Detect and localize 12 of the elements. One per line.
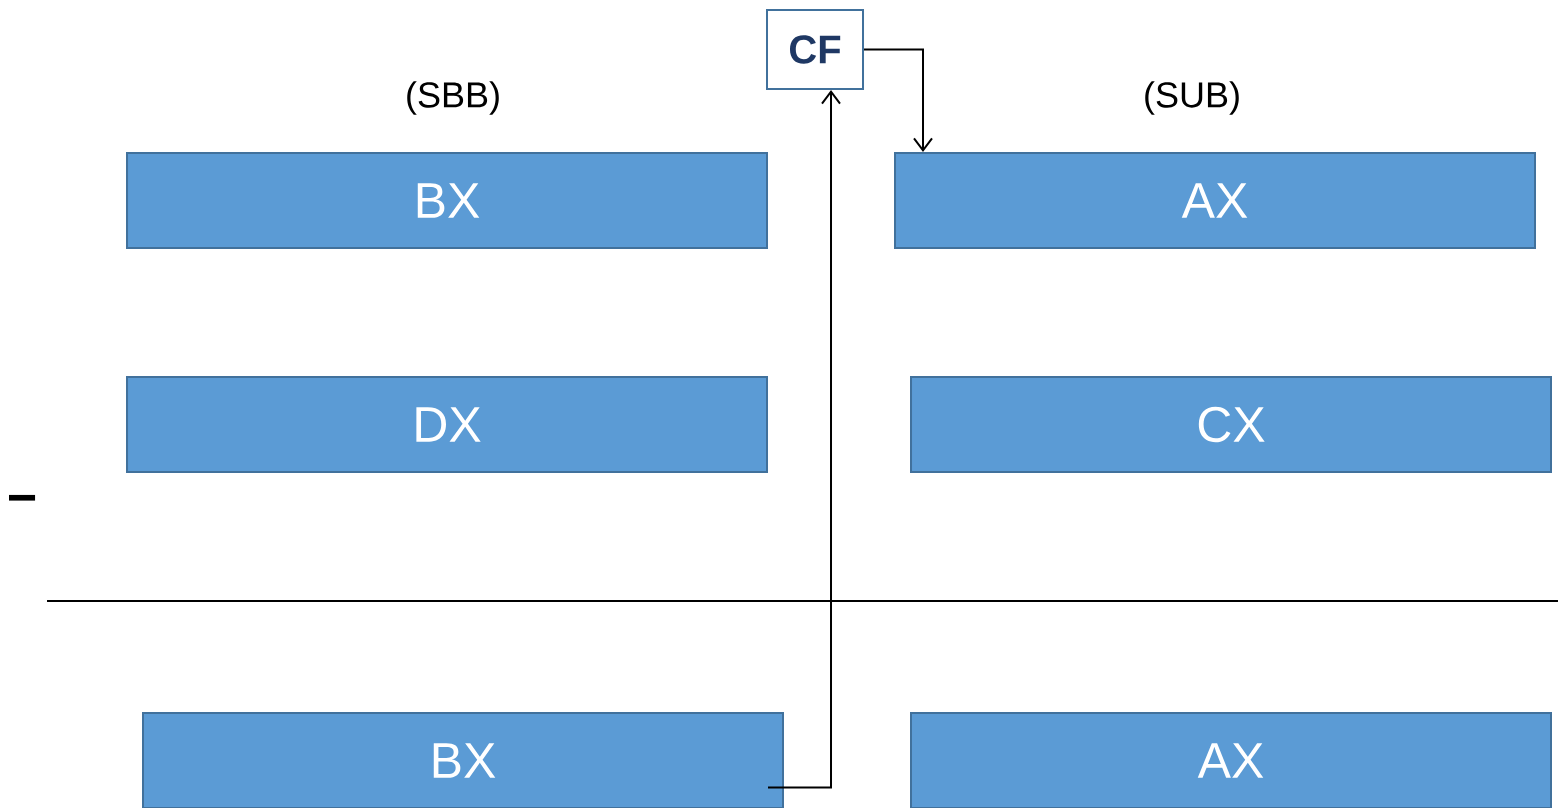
register-box: BX xyxy=(142,712,784,808)
register-box: AX xyxy=(894,152,1536,249)
arrow xyxy=(767,90,841,789)
register-box: BX xyxy=(126,152,768,249)
operation-label: (SBB) xyxy=(407,81,499,115)
register-box: CX xyxy=(910,376,1552,473)
register-box: AX xyxy=(910,712,1552,808)
operation-label: (SUB) xyxy=(1145,81,1239,115)
flag-box: CF xyxy=(766,9,864,90)
register-box: DX xyxy=(126,376,768,473)
sign-label: − xyxy=(9,494,36,501)
arrow xyxy=(863,48,933,152)
